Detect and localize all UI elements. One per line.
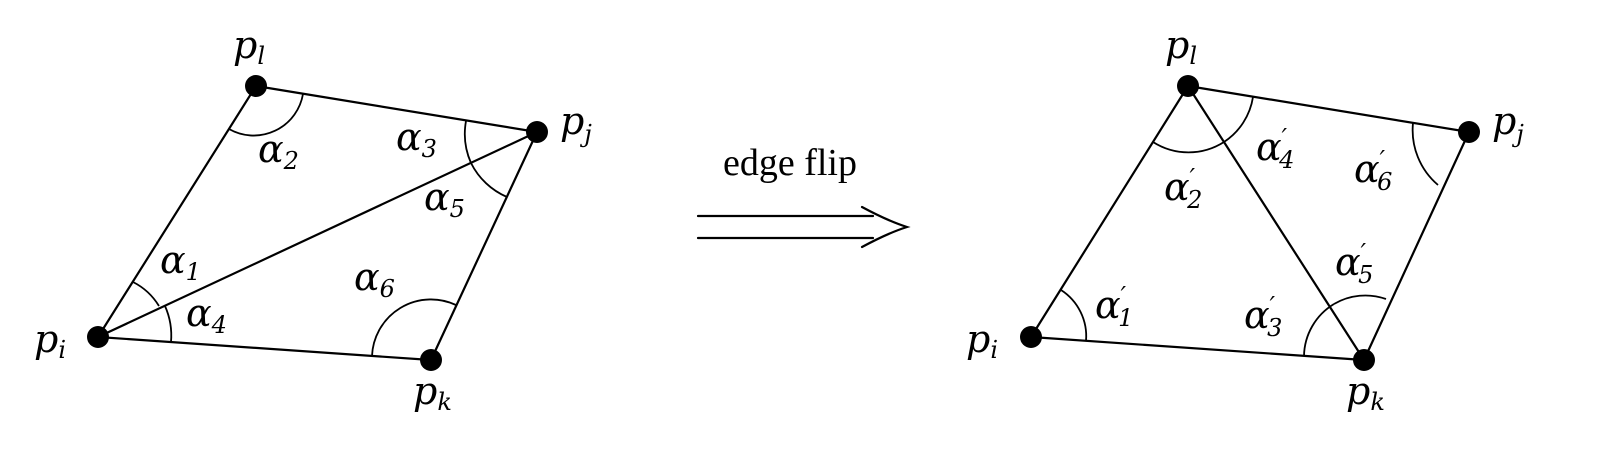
angle-arc-alpha1 (132, 281, 160, 307)
label-pl-flipped: pl (1165, 23, 1197, 70)
edge-pi-pl (96, 84, 258, 339)
angle-arc-alpha6 (371, 298, 457, 357)
angle-arc-alpha3-prime (1303, 303, 1335, 357)
label-pl: pl (233, 23, 265, 70)
angle-arc-alpha4-prime (1223, 96, 1254, 143)
label-alpha2-prime: α′2 (1164, 164, 1202, 214)
vertex-pk-flipped (1353, 349, 1375, 371)
label-alpha4: α4 (186, 291, 227, 339)
edge-pi-pj-diagonal (96, 130, 539, 339)
vertex-pi-flipped (1020, 326, 1042, 348)
label-alpha4-prime: α′4 (1256, 124, 1294, 174)
vertex-pl (245, 75, 267, 97)
edge-pj-pk-flipped (1362, 130, 1471, 362)
left-diagram: pi pl pj pk α1 α2 α3 α4 α5 α6 (34, 23, 592, 416)
angle-arc-alpha4 (164, 305, 173, 343)
vertex-pj-flipped (1458, 121, 1480, 143)
angle-arc-alpha2-prime (1152, 141, 1225, 154)
angle-arc-alpha2 (228, 93, 304, 137)
label-alpha6-prime: α′6 (1354, 146, 1392, 196)
angle-arc-alpha5 (470, 162, 508, 198)
angle-arc-alpha6-prime (1411, 122, 1439, 186)
angle-arc-alpha1-prime (1060, 289, 1088, 342)
label-alpha3-prime: α′3 (1244, 292, 1282, 342)
label-alpha5: α5 (424, 175, 465, 223)
label-alpha2: α2 (258, 127, 299, 175)
label-alpha6: α6 (354, 255, 395, 303)
edge-pj-pk (429, 130, 539, 362)
label-alpha3: α3 (396, 115, 437, 163)
edge-pl-pk-diagonal (1186, 84, 1366, 362)
edge-flip-caption: edge flip (723, 142, 857, 184)
vertex-pi (87, 326, 109, 348)
label-pk: pk (413, 369, 452, 416)
label-alpha1-prime: α′1 (1095, 282, 1133, 332)
angle-arc-alpha5-prime (1333, 294, 1387, 305)
edge-pl-pj-flipped (1186, 84, 1471, 134)
label-alpha1: α1 (160, 238, 201, 286)
vertex-pl-flipped (1177, 75, 1199, 97)
vertex-pk (420, 349, 442, 371)
label-alpha5-prime: α′5 (1335, 239, 1373, 289)
label-pi: pi (34, 317, 66, 364)
edge-pl-pj (254, 84, 539, 134)
implies-arrow-icon (696, 205, 911, 249)
angle-arc-alpha3 (463, 120, 472, 164)
edge-pk-pi (96, 335, 433, 362)
label-pj: pj (560, 99, 592, 148)
edge-pk-pi-flipped (1029, 335, 1366, 362)
edge-flip-transition: edge flip (696, 142, 911, 249)
label-pi-flipped: pi (966, 317, 998, 364)
vertex-pj (526, 121, 548, 143)
label-pj-flipped: pj (1492, 99, 1524, 148)
label-pk-flipped: pk (1346, 369, 1385, 416)
right-diagram: pi pl pj pk α′1 α′2 α′3 α′4 α′5 α′6 (966, 23, 1524, 416)
edge-pi-pl-flipped (1029, 84, 1190, 339)
